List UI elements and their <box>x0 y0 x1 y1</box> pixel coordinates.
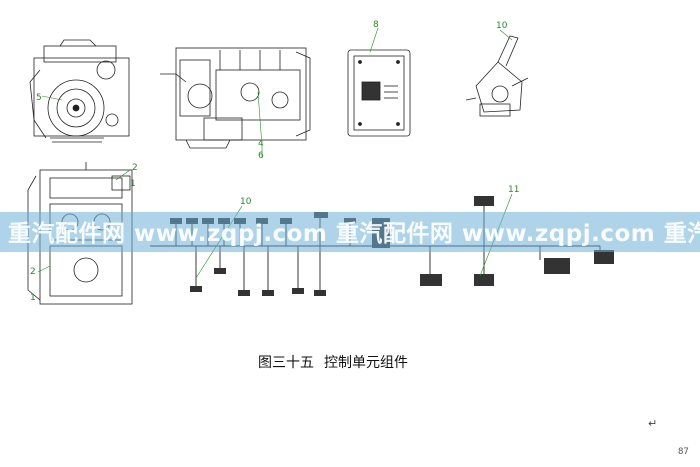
ecu-box <box>347 49 411 137</box>
callout-4: 4 <box>258 139 264 149</box>
callout-2: 2 <box>132 163 138 173</box>
callout-6: 6 <box>258 151 264 161</box>
callout-10: 10 <box>240 197 252 207</box>
callout-3: 5 <box>36 93 42 103</box>
callout-2b: 2 <box>30 267 36 277</box>
callout-1: 1 <box>130 179 136 189</box>
page-number: 87 <box>678 447 689 457</box>
watermark-band <box>0 212 700 252</box>
caption-title: 控制单元组件 <box>324 355 408 371</box>
engine-front-view <box>29 39 130 143</box>
watermark-text: 重汽配件网 www.zqpj.com 重汽配件网 www.zqpj.com 重汽… <box>8 221 700 247</box>
accelerator-pedal <box>465 35 529 117</box>
figure-caption: 图三十五控制单元组件 <box>258 352 408 372</box>
callout-5: 10 <box>496 21 508 31</box>
callout-11: 11 <box>508 185 519 195</box>
engine-side-view <box>160 47 311 149</box>
paragraph-mark: ↵ <box>648 417 658 430</box>
callout-1b: 1 <box>30 293 36 303</box>
callout-8: 8 <box>373 20 379 30</box>
caption-number: 图三十五 <box>258 355 314 371</box>
